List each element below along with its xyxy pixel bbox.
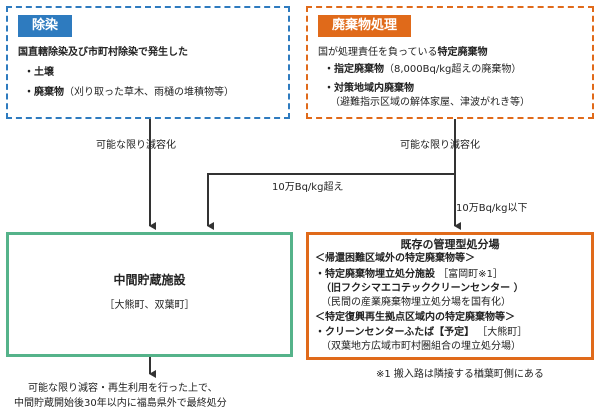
decontamination-item-soil: ・土壌 [24,67,54,78]
final-disposal-line1: 可能な限り減容・再生利用を行った上で、 [28,383,218,394]
managed-facility-futaba-note: （双葉地方広域市町村圏組合の埋立処分場） [321,341,521,352]
interim-storage-box: 中間貯蔵施設 ［大熊町、双葉町］ [6,232,293,357]
managed-facility-tomioka-alias: （旧フクシマエコテッククリーンセンター ） [321,283,524,294]
decontamination-lead: 国直轄除染及び市町村除染で発生した [18,47,188,58]
waste-item-countermeasure-note: （避難指示区域の解体家屋、津波がれき等） [330,97,530,108]
managed-facility-tomioka-note: （民間の産業廃棄物埋立処分場を国有化） [321,297,511,308]
interim-storage-location: ［大熊町、双葉町］ [104,300,195,311]
managed-facility-futaba: ・クリーンセンターふたば【予定】 ［大熊町］ [315,327,528,338]
final-disposal-line2: 中間貯蔵開始後30年以内に福島県外で最終処分 [14,398,227,409]
managed-section-inside: ＜特定復興再生拠点区域内の特定廃棄物等＞ [315,312,515,323]
waste-item-countermeasure: ・対策地域内廃棄物 [324,83,414,94]
decontamination-box: 除染 国直轄除染及び市町村除染で発生した ・土壌 ・廃棄物（刈り取った草木、雨樋… [6,6,290,119]
label-over-threshold: 10万Bq/kg超え [272,182,344,193]
managed-landfill-box: 既存の管理型処分場 ＜帰還困難区域外の特定廃棄物等＞ ・特定廃棄物埋立処分施設 … [306,232,594,360]
waste-treatment-box: 廃棄物処理 国が処理責任を負っている特定廃棄物 ・指定廃棄物（8,000Bq/k… [306,6,594,119]
interim-storage-title: 中間貯蔵施設 [113,273,186,287]
label-under-threshold: 10万Bq/kg以下 [456,203,528,214]
waste-item-designated: ・指定廃棄物（8,000Bq/kg超えの廃棄物） [324,64,522,75]
managed-facility-tomioka: ・特定廃棄物埋立処分施設 ［富岡町※1］ [315,269,503,280]
waste-treatment-title: 廃棄物処理 [318,15,412,37]
label-reduce-right: 可能な限り減容化 [400,140,480,151]
managed-section-outside: ＜帰還困難区域外の特定廃棄物等＞ [315,253,475,264]
label-reduce-left: 可能な限り減容化 [96,140,176,151]
decontamination-title: 除染 [18,15,73,37]
waste-treatment-lead: 国が処理責任を負っている特定廃棄物 [318,47,488,58]
decontamination-item-waste: ・廃棄物（刈り取った草木、雨樋の堆積物等） [24,87,234,98]
managed-landfill-title: 既存の管理型処分場 [400,238,500,251]
footnote: ※1 搬入路は隣接する楢葉町側にある [376,369,544,380]
